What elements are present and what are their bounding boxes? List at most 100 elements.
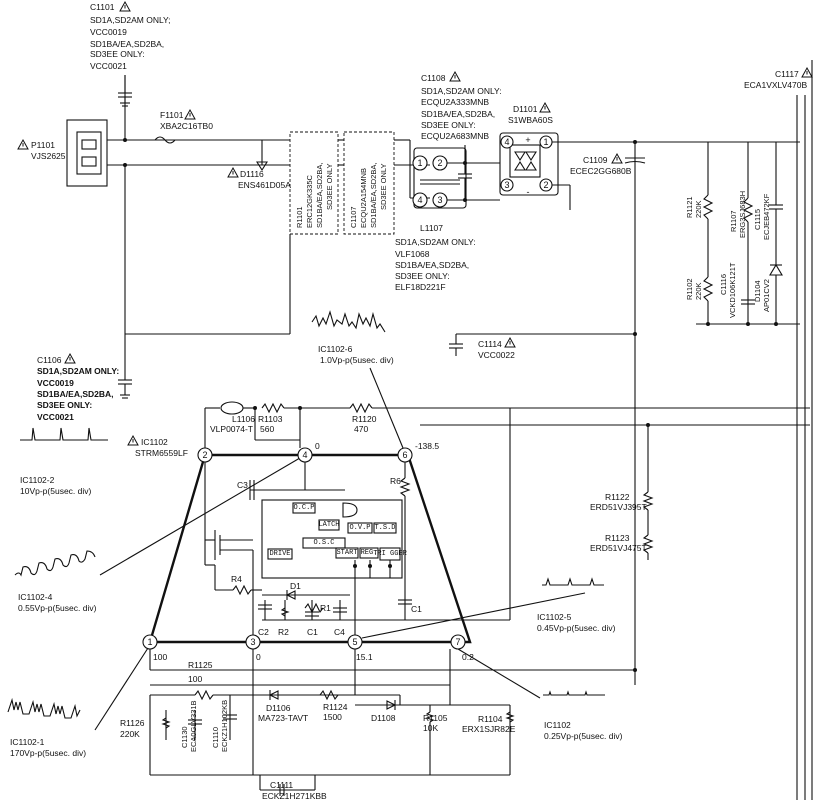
svg-text:SD1A,SD2AM ONLY:: SD1A,SD2AM ONLY: (421, 86, 502, 96)
svg-text:0.25Vp-p(5usec. div): 0.25Vp-p(5usec. div) (544, 731, 623, 741)
svg-text:ELF18D221F: ELF18D221F (395, 282, 446, 292)
f1101-fuse: F1101 XBA2C16TB0 (123, 75, 213, 144)
c1107-option-box: C1107 ECQU2A154MNB SD1BA/EA,SD2BA, SD3EE… (343, 131, 395, 235)
svg-text:IC1102-5: IC1102-5 (537, 612, 572, 622)
svg-text:5: 5 (352, 637, 357, 647)
svg-text:4: 4 (417, 195, 422, 205)
svg-text:1: 1 (417, 158, 422, 168)
svg-text:O.C.P: O.C.P (293, 504, 314, 512)
svg-text:D1106: D1106 (266, 703, 291, 713)
svg-text:VCC0021: VCC0021 (90, 61, 127, 71)
svg-text:ECKZ1H271KBB: ECKZ1H271KBB (262, 791, 327, 801)
c1117-cap: C1117 ECA1VXLV470B (744, 60, 813, 800)
svg-text:15.1: 15.1 (356, 652, 373, 662)
svg-text:IC1102: IC1102 (544, 720, 571, 730)
svg-text:2: 2 (543, 180, 548, 190)
svg-text:6: 6 (402, 450, 407, 460)
svg-text:SD1A,SD2AM ONLY;: SD1A,SD2AM ONLY; (90, 15, 171, 25)
svg-text:C2: C2 (258, 627, 269, 637)
warning-icon (17, 139, 29, 150)
r1122-r1123: R1122 ERD51VJ395T R1123 ERD51VJ475T (590, 423, 654, 560)
svg-text:ENS461D05A: ENS461D05A (238, 180, 291, 190)
svg-text:F1101: F1101 (160, 110, 184, 120)
svg-text:7: 7 (455, 637, 460, 647)
svg-text:VLP0074-T: VLP0074-T (210, 424, 253, 434)
svg-text:D1: D1 (290, 581, 301, 591)
svg-text:C3: C3 (237, 480, 248, 490)
waveform-ic1102-1: IC1102-1 170Vp-p(5usec. div) (7, 647, 149, 758)
svg-text:SD1A,SD2AM ONLY:: SD1A,SD2AM ONLY: (395, 237, 476, 247)
ic1102-label: IC1102 STRM6559LF (127, 435, 188, 458)
svg-text:3: 3 (250, 637, 255, 647)
svg-text:R1120: R1120 (352, 414, 377, 424)
svg-text:D1104: D1104 (753, 280, 762, 302)
svg-text:SD1A,SD2AM ONLY:: SD1A,SD2AM ONLY: (37, 366, 119, 376)
svg-text:10K: 10K (423, 723, 438, 733)
svg-text:R1101: R1101 (295, 206, 304, 228)
svg-text:VCC0019: VCC0019 (37, 378, 74, 388)
svg-text:SD1BA/EA,SD2BA,: SD1BA/EA,SD2BA, (315, 163, 324, 228)
svg-text:C1117: C1117 (775, 69, 799, 79)
c1109-cap: C1109 ECEC2GG680B (570, 153, 646, 176)
svg-text:VCC0021: VCC0021 (37, 412, 74, 422)
svg-text:R1122: R1122 (605, 492, 630, 502)
warning-icon (184, 109, 196, 120)
svg-text:C1109: C1109 (583, 155, 608, 165)
warning-icon (611, 153, 623, 164)
c1114-cap: C1114 VCC0022 (449, 332, 637, 360)
ic1102-internal: C3 O.C.P LATCH O.V.P T.S.D DRIVE O.S.C S… (204, 462, 422, 637)
svg-text:D1116: D1116 (240, 169, 264, 179)
svg-text:REG.: REG. (361, 549, 378, 557)
svg-text:XBA2C16TB0: XBA2C16TB0 (160, 121, 213, 131)
warning-icon (449, 71, 461, 82)
svg-text:LATCH: LATCH (318, 521, 339, 529)
svg-text:ECA1VXLV470B: ECA1VXLV470B (744, 80, 807, 90)
svg-text:C1115: C1115 (753, 209, 762, 230)
svg-text:VCKD106K121T: VCKD106K121T (728, 262, 737, 318)
svg-text:100: 100 (153, 652, 167, 662)
svg-text:R1103: R1103 (258, 414, 283, 424)
waveform-ic1102-5: IC1102-5 0.45Vp-p(5usec. div) (361, 577, 616, 639)
svg-text:IC1102-4: IC1102-4 (18, 592, 53, 602)
c1108-note: C1108 SD1A,SD2AM ONLY: ECQU2A333MNB SD1B… (421, 71, 502, 202)
svg-text:R2: R2 (278, 627, 289, 637)
svg-text:STRM6559LF: STRM6559LF (135, 448, 188, 458)
svg-text:C1111: C1111 (270, 780, 293, 790)
svg-text:D1108: D1108 (371, 713, 396, 723)
svg-text:C1110: C1110 (211, 727, 220, 748)
svg-text:T.S.D: T.S.D (374, 524, 395, 532)
svg-text:START: START (336, 549, 357, 557)
svg-text:VJS2625: VJS2625 (31, 151, 66, 161)
svg-text:MA723-TAVT: MA723-TAVT (258, 713, 308, 723)
svg-text:IC1102: IC1102 (141, 437, 168, 447)
svg-text:-138.5: -138.5 (415, 441, 439, 451)
svg-text:VLF1068: VLF1068 (395, 249, 430, 259)
snubber-network: R1107 ERG3SJ683H C1115 ECJEB472KF C1116 … (696, 142, 800, 326)
svg-text:220K: 220K (694, 200, 703, 218)
svg-text:1: 1 (543, 137, 548, 147)
svg-text:VCC0022: VCC0022 (478, 350, 515, 360)
waveform-ic1102: IC1102 0.25Vp-p(5usec. div) (457, 648, 623, 741)
svg-text:2: 2 (437, 158, 442, 168)
svg-text:ERC12GK335C: ERC12GK335C (305, 174, 314, 228)
svg-text:R1104: R1104 (478, 714, 503, 724)
svg-text:TRI GGER: TRI GGER (373, 550, 407, 558)
svg-text:R1121: R1121 (685, 196, 694, 218)
svg-text:R1: R1 (320, 603, 331, 613)
svg-text:SD1BA/EA,SD2BA,: SD1BA/EA,SD2BA, (395, 260, 469, 270)
svg-text:C1106: C1106 (37, 355, 62, 365)
svg-text:C1107: C1107 (349, 206, 358, 228)
warning-icon (539, 102, 551, 113)
warning-icon (64, 353, 76, 364)
svg-text:ECQU2A154MNB: ECQU2A154MNB (359, 168, 368, 228)
svg-text:S1WBA60S: S1WBA60S (508, 115, 553, 125)
warning-icon (504, 337, 516, 348)
warning-icon (119, 1, 131, 12)
svg-text:0.45Vp-p(5usec. div): 0.45Vp-p(5usec. div) (537, 623, 616, 633)
svg-text:O.S.C: O.S.C (313, 539, 334, 547)
svg-text:C4: C4 (334, 627, 345, 637)
svg-text:ERX1SJR82E: ERX1SJR82E (462, 724, 516, 734)
svg-text:C1: C1 (411, 604, 422, 614)
svg-text:2: 2 (202, 450, 207, 460)
